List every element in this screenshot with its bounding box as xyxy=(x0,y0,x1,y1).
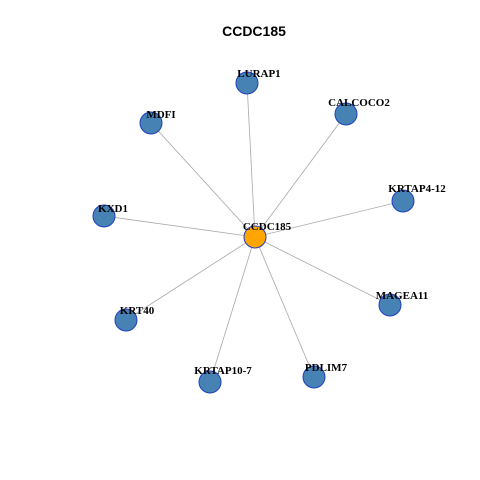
node-lurap1[interactable] xyxy=(235,71,259,95)
edge-kxd1 xyxy=(103,215,256,238)
node-label-krtap10-7: KRTAP10-7 xyxy=(194,365,252,377)
edge-magea11 xyxy=(254,236,391,306)
node-label-krt40: KRT40 xyxy=(120,305,155,317)
node-krt40[interactable] xyxy=(114,308,138,332)
edge-krt40 xyxy=(125,236,256,321)
node-label-hub: CCDC185 xyxy=(243,221,292,233)
edge-mdfi xyxy=(150,122,256,238)
nodes-layer xyxy=(92,71,415,394)
edge-lurap1 xyxy=(246,82,256,238)
node-mdfi[interactable] xyxy=(139,111,163,135)
diagram-title: CCDC185 xyxy=(222,23,286,39)
node-krtap4-12[interactable] xyxy=(391,189,415,213)
node-pdlim7[interactable] xyxy=(302,365,326,389)
node-label-krtap4-12: KRTAP4-12 xyxy=(388,183,446,195)
edge-pdlim7 xyxy=(254,236,315,378)
node-label-lurap1: LURAP1 xyxy=(237,68,280,80)
node-label-mdfi: MDFI xyxy=(146,109,175,121)
edge-krtap4-12 xyxy=(254,200,404,238)
node-label-kxd1: KXD1 xyxy=(98,203,128,215)
node-magea11[interactable] xyxy=(378,293,402,317)
node-krtap10-7[interactable] xyxy=(198,370,222,394)
node-calcoco2[interactable] xyxy=(334,102,358,126)
edges-layer xyxy=(103,82,404,383)
edge-krtap10-7 xyxy=(209,236,256,383)
node-label-pdlim7: PDLIM7 xyxy=(305,362,348,374)
node-label-calcoco2: CALCOCO2 xyxy=(328,97,390,109)
node-label-magea11: MAGEA11 xyxy=(376,290,429,302)
node-kxd1[interactable] xyxy=(92,204,116,228)
edge-calcoco2 xyxy=(254,113,347,238)
node-hub[interactable] xyxy=(243,225,267,249)
